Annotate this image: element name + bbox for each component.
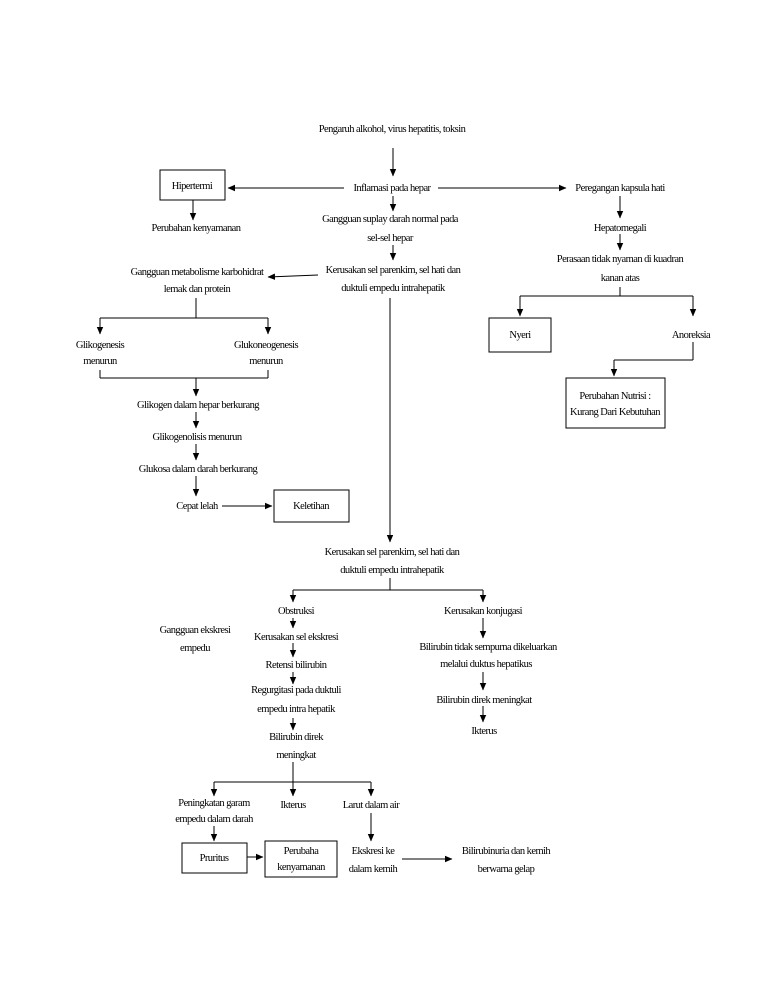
node-ikterus-bawah: Ikterus: [280, 800, 306, 811]
node-nutrisi-line2: Kurang Dari Kebutuhan: [570, 407, 661, 418]
node-anoreksia: Anoreksia: [672, 330, 711, 341]
node-kerusakan-2-line1: Kerusakan sel parenkim, sel hati dan: [325, 547, 461, 558]
node-kerusakan-konjugasi: Kerusakan konjugasi: [444, 606, 523, 617]
node-kerusakan-1-line1: Kerusakan sel parenkim, sel hati dan: [326, 265, 462, 276]
node-bilirubin-tidak-line2: melalui duktus hepatikus: [440, 659, 532, 670]
hipertermi-box: [159, 169, 226, 201]
node-perasaan-line1: Perasaan tidak nyaman di kuadran: [557, 254, 685, 265]
node-obstruksi: Obstruksi: [278, 606, 315, 617]
node-bilirubinuria-line2: berwarna gelap: [478, 864, 535, 875]
node-inflamasi: Inflamasi pada hepar: [353, 183, 431, 194]
node-bilirubin-direk-line2: meningkat: [276, 750, 316, 761]
node-peregangan: Peregangan kapsula hati: [575, 183, 665, 194]
node-perubahan-bawah-line2: kenyamanan: [277, 862, 326, 873]
node-kerusakan-1-line2: duktuli empedu intrahepatik: [341, 283, 446, 294]
node-nutrisi-line1: Perubahan Nutrisi :: [579, 391, 651, 402]
node-bilirubinuria-line1: Bilirubinuria dan kemih: [462, 846, 552, 857]
node-regurgitasi-line1: Regurgitasi pada duktuli: [251, 685, 341, 696]
node-gangguan-suplay-line1: Gangguan suplay darah normal pada: [322, 214, 459, 225]
node-glukoneogenesis-line2: menurun: [249, 356, 284, 367]
node-ekskresi-line1: Ekskresi ke: [352, 846, 396, 857]
node-regurgitasi-line2: empedu intra hepatik: [257, 704, 336, 715]
node-metabolisme-line2: lemak dan protein: [164, 284, 232, 295]
node-ikterus-kanan: Ikterus: [471, 726, 497, 737]
node-glukoneogenesis-line1: Glukoneogenesis: [234, 340, 299, 351]
node-gangguan-ekskresi-line1: Gangguan ekskresi: [160, 625, 231, 636]
node-perasaan-line2: kanan atas: [601, 273, 640, 284]
node-bilirubin-direk-line1: Bilirubin direk: [269, 732, 324, 743]
nyeri-box: [488, 317, 552, 353]
node-cepat-lelah: Cepat lelah: [176, 501, 219, 512]
node-larut: Larut dalam air: [343, 800, 401, 811]
node-hipertermi: Hipertermi: [172, 181, 213, 192]
perubahan-bawah-box: [264, 840, 338, 878]
keletihan-box: [273, 489, 350, 523]
node-perubahan-bawah-line1: Perubaha: [284, 846, 320, 857]
node-kerusakan-sel-ekskresi: Kerusakan sel ekskresi: [254, 632, 339, 643]
node-bilirubin-direk-kanan: Bilirubin direk meningkat: [436, 695, 532, 706]
node-glikogenolisis: Glikogenolisis menurun: [152, 432, 242, 443]
node-kerusakan-2-line2: duktuli empedu intrahepatik: [340, 565, 445, 576]
connectors: [96, 148, 697, 863]
node-hepatomegali: Hepatomegali: [594, 223, 647, 234]
node-glikogenesis-line2: menurun: [83, 356, 118, 367]
node-nyeri: Nyeri: [509, 330, 531, 341]
node-peningkatan-line2: empedu dalam darah: [175, 814, 254, 825]
node-labels: Pengaruh alkohol, virus hepatitis, toksi…: [76, 124, 712, 875]
node-pengaruh: Pengaruh alkohol, virus hepatitis, toksi…: [319, 124, 467, 135]
nutrisi-box: [565, 377, 666, 429]
node-gangguan-ekskresi-line2: empedu: [180, 643, 211, 654]
node-peningkatan-line1: Peningkatan garam: [178, 798, 250, 809]
node-metabolisme-line1: Gangguan metabolisme karbohidrat: [131, 267, 264, 278]
node-keletihan: Keletihan: [293, 501, 330, 512]
node-bilirubin-tidak-line1: Bilirubin tidak sempurna dikeluarkan: [419, 642, 558, 653]
node-perubahan-kenyamanan-top: Perubahan kenyamanan: [151, 223, 241, 234]
node-glikogen-hepar: Glikogen dalam hepar berkurang: [137, 400, 260, 411]
pruritus-box: [181, 842, 248, 874]
node-glikogenesis-line1: Glikogenesis: [76, 340, 125, 351]
node-ekskresi-line2: dalam kemih: [349, 864, 399, 875]
node-glukosa: Glukosa dalam darah berkurang: [139, 464, 259, 475]
node-retensi: Retensi bilirubin: [266, 660, 328, 671]
node-pruritus: Pruritus: [200, 853, 229, 864]
node-gangguan-suplay-line2: sel-sel hepar: [367, 233, 414, 244]
